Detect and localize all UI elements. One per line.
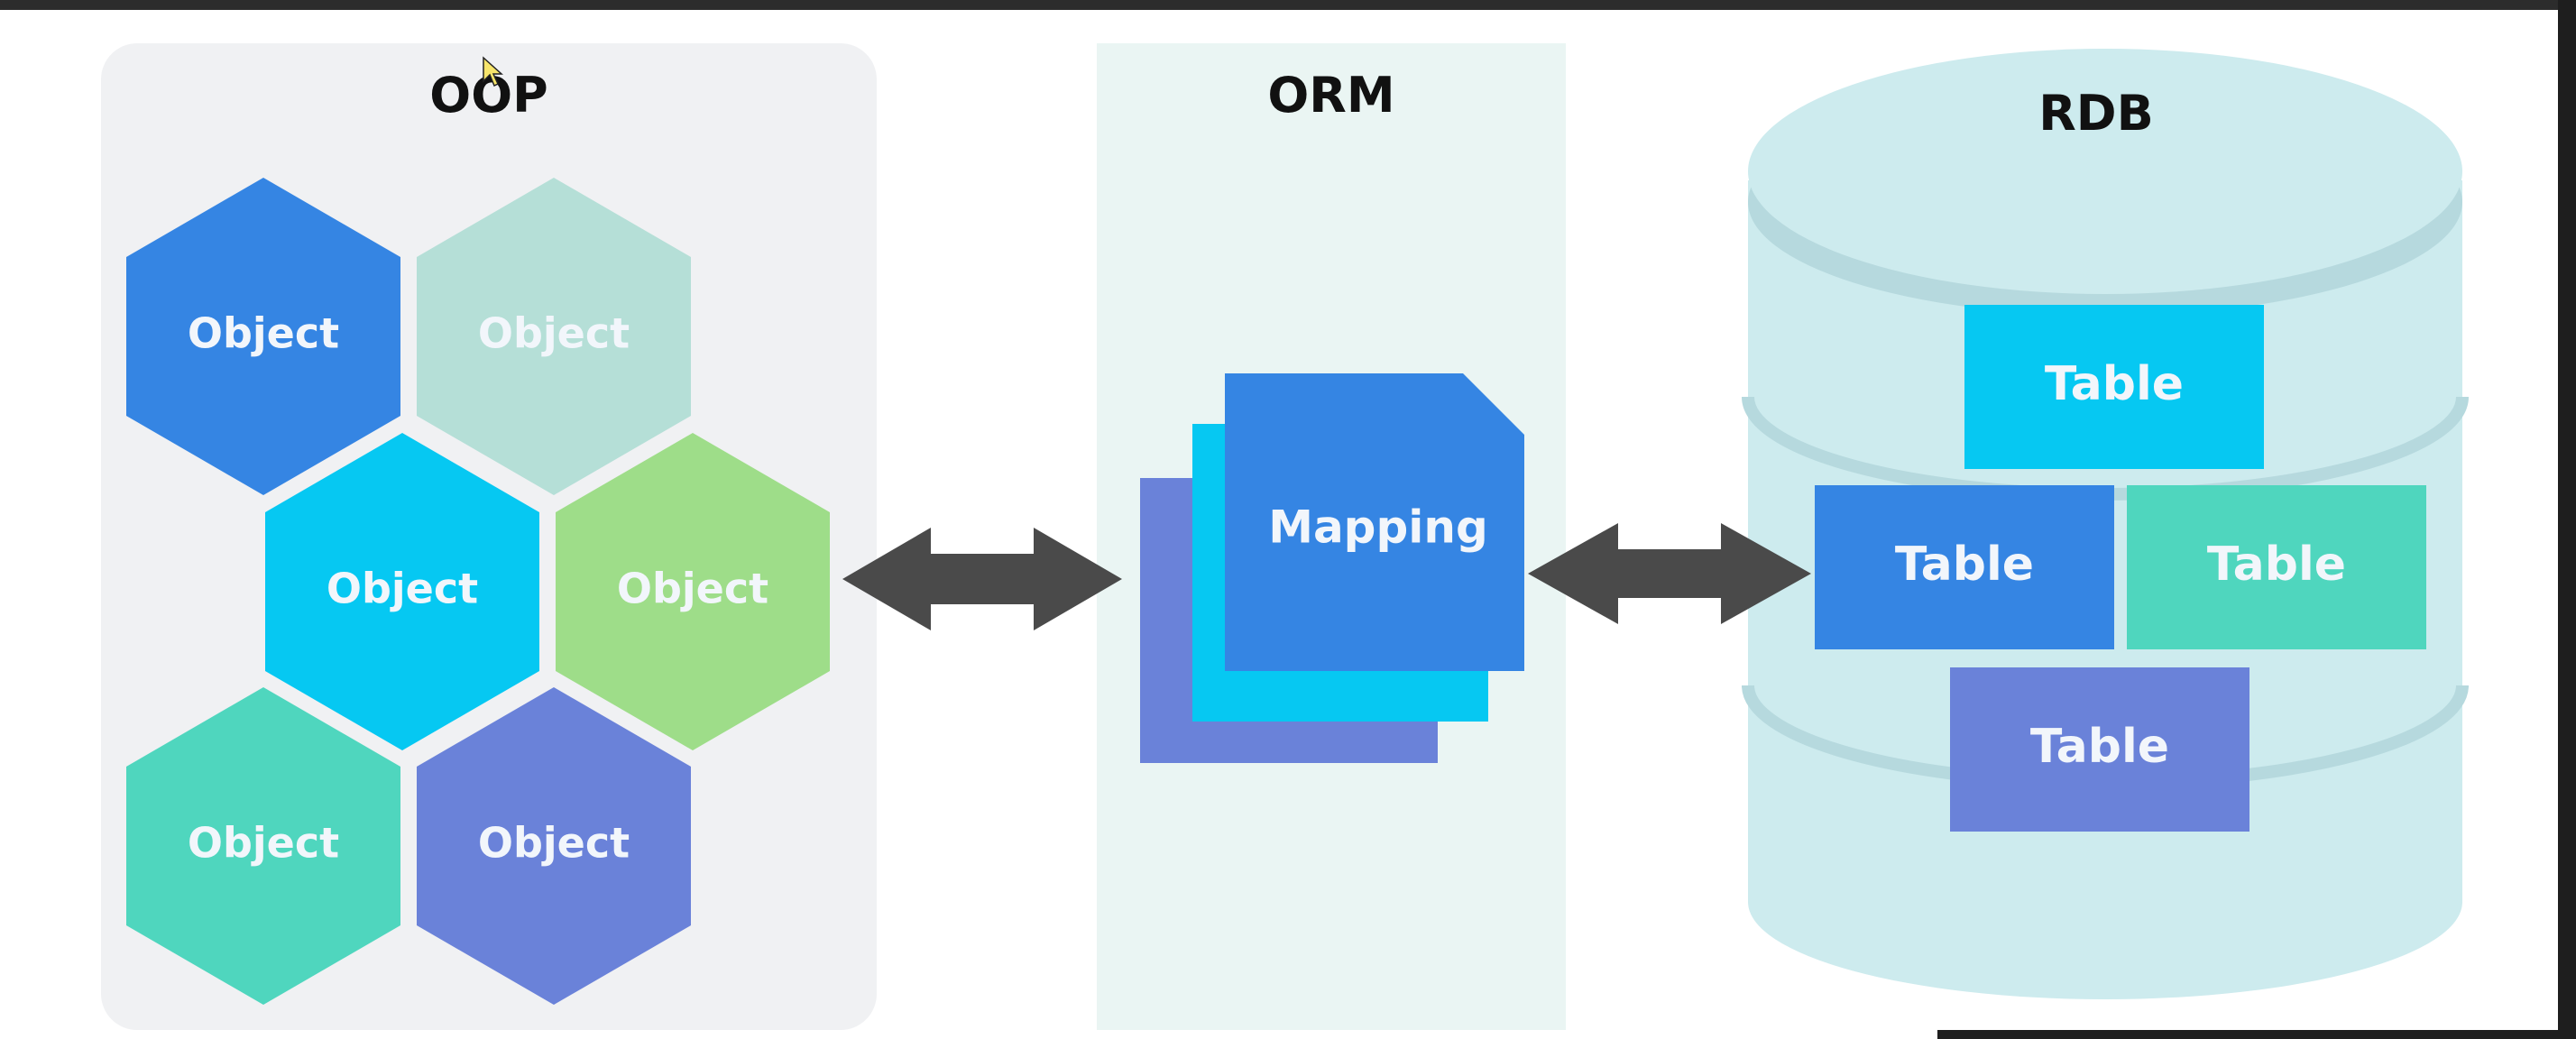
arrow-oop-orm [842, 528, 1122, 630]
rdb-heading: RDB [2038, 85, 2154, 142]
object-label-3: Object [327, 565, 478, 613]
object-hexagon-4 [556, 433, 830, 750]
table-label-2: Table [1895, 538, 2034, 592]
table-label-1: Table [2045, 357, 2184, 411]
table-label-4: Table [2030, 720, 2169, 774]
object-label-2: Object [478, 309, 630, 358]
orm-heading: ORM [1267, 67, 1395, 124]
table-box-1 [1964, 305, 2264, 469]
right-edge-bar [2558, 0, 2576, 1039]
object-hexagon-3 [265, 433, 539, 750]
oop-heading: OOP [429, 67, 548, 124]
table-label-3: Table [2207, 538, 2346, 592]
top-bar [0, 0, 2576, 10]
arrow-orm-rdb [1528, 523, 1811, 624]
double-arrow-left [842, 528, 1122, 630]
mapping-stack: Mapping [1140, 373, 1524, 763]
object-hexagon-5 [126, 687, 400, 1005]
object-hexagon-2 [417, 178, 691, 495]
object-label-4: Object [617, 565, 768, 613]
cylinder-top [1748, 49, 2462, 294]
mouse-pointer-icon [483, 56, 503, 87]
double-arrow-right [1528, 523, 1811, 624]
mapping-label: Mapping [1268, 501, 1488, 554]
table-box-3 [2127, 485, 2426, 649]
bottom-edge-strip [1937, 1030, 2558, 1039]
object-hexagon-6 [417, 687, 691, 1005]
table-box-2 [1815, 485, 2114, 649]
object-label-5: Object [188, 819, 339, 868]
mapping-layer-front [1225, 373, 1524, 671]
table-box-4 [1950, 667, 2249, 832]
object-label-6: Object [478, 819, 630, 868]
object-hexagon-1 [126, 178, 400, 495]
object-label-1: Object [188, 309, 339, 358]
